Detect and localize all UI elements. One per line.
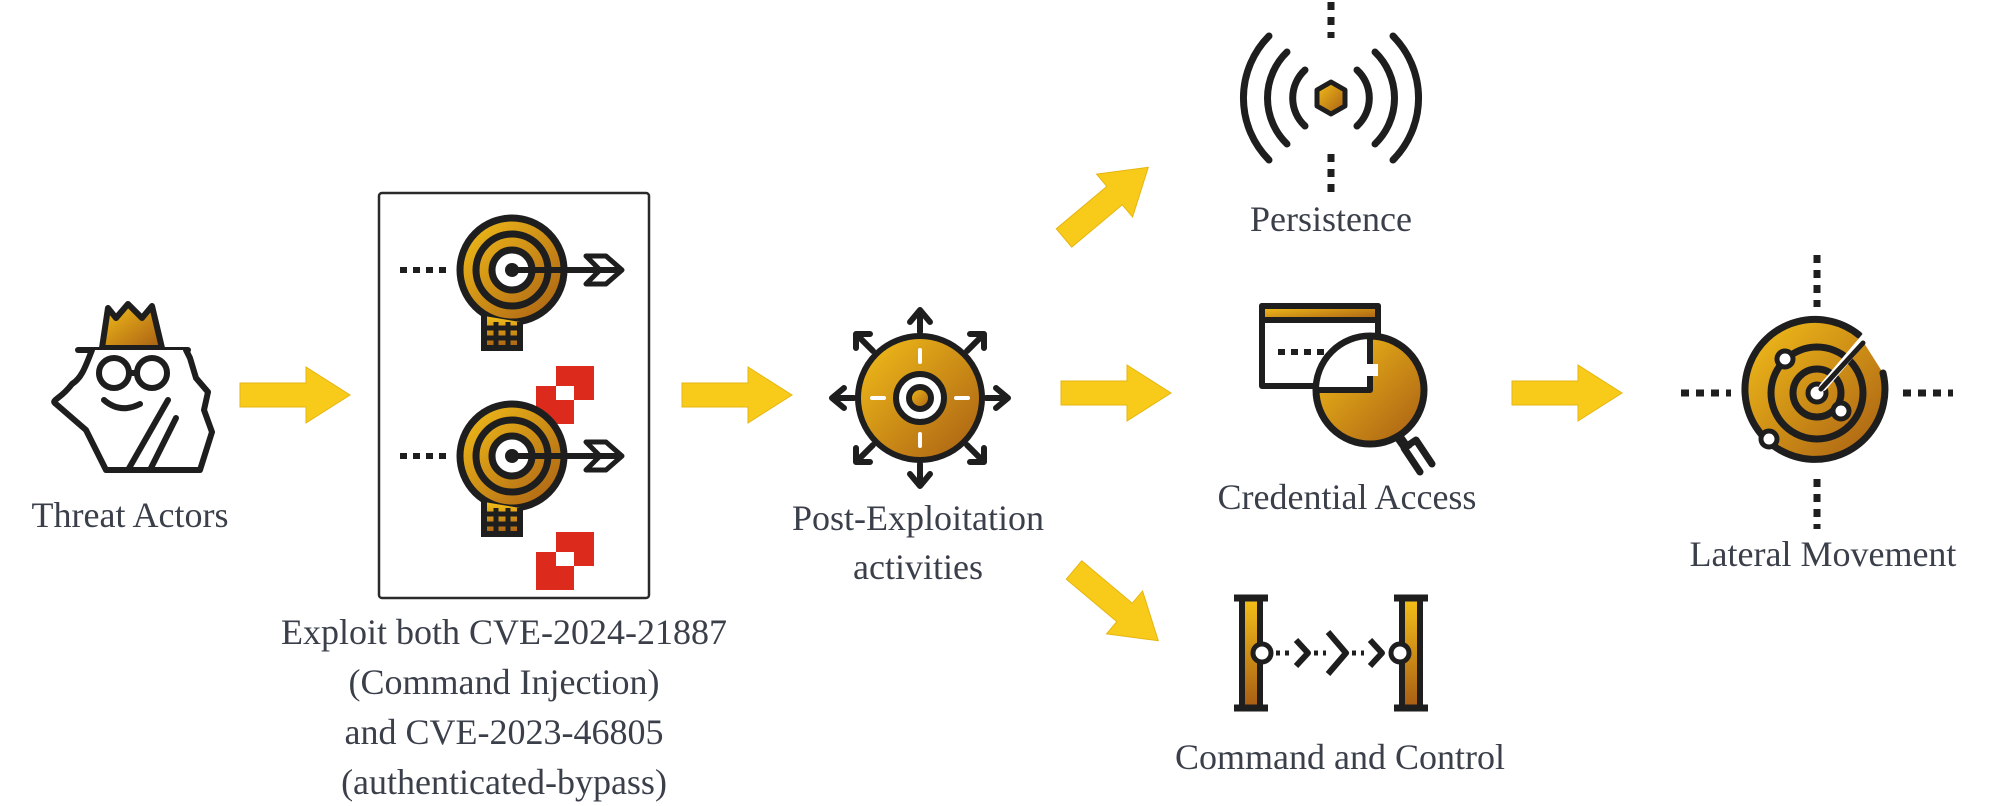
radar-icon: [1681, 255, 1953, 529]
exploit-box: [377, 191, 651, 600]
exploit-label-line-2: (Command Injection): [349, 662, 660, 702]
post-exploitation-label-line-1: Post-Exploitation: [792, 498, 1044, 538]
persistence-label: Persistence: [1250, 199, 1412, 239]
command-control-label: Command and Control: [1175, 737, 1505, 777]
arrow-post-to-credential: [1060, 364, 1172, 422]
broadcast-icon: [1239, 2, 1423, 194]
threat-actors-label: Threat Actors: [32, 495, 229, 535]
exploit-label-line-4: (authenticated-bypass): [341, 762, 667, 802]
expand-target-icon: [829, 307, 1011, 489]
post-exploitation-node: Post-Exploitation activities: [792, 307, 1044, 587]
arrow-credential-to-lateral: [1511, 364, 1623, 422]
exploit-label-line-3: and CVE-2023-46805: [345, 712, 664, 752]
exploit-label-line-1: Exploit both CVE-2024-21887: [281, 612, 727, 652]
command-control-node: Command and Control: [1175, 594, 1505, 777]
credential-access-node: Credential Access: [1218, 303, 1477, 517]
post-exploitation-label-line-2: activities: [853, 547, 983, 587]
window-magnifier-icon: [1259, 303, 1436, 476]
persistence-node: Persistence: [1239, 2, 1423, 239]
lateral-movement-label: Lateral Movement: [1690, 534, 1957, 574]
spy-icon: [51, 301, 215, 473]
arrow-actors-to-exploit: [239, 366, 351, 424]
lateral-movement-node: Lateral Movement: [1681, 255, 1956, 574]
arrow-post-to-persistence: [1045, 145, 1167, 260]
exploit-node: Exploit both CVE-2024-21887 (Command Inj…: [281, 191, 727, 802]
threat-actors-node: Threat Actors: [32, 301, 229, 535]
credential-access-label: Credential Access: [1218, 477, 1477, 517]
connection-icon: [1234, 594, 1428, 712]
vendor-logo-icon: [536, 532, 594, 590]
vendor-logo-icon: [536, 366, 594, 424]
arrow-post-to-command-control: [1055, 548, 1177, 663]
arrow-exploit-to-post: [681, 366, 793, 424]
